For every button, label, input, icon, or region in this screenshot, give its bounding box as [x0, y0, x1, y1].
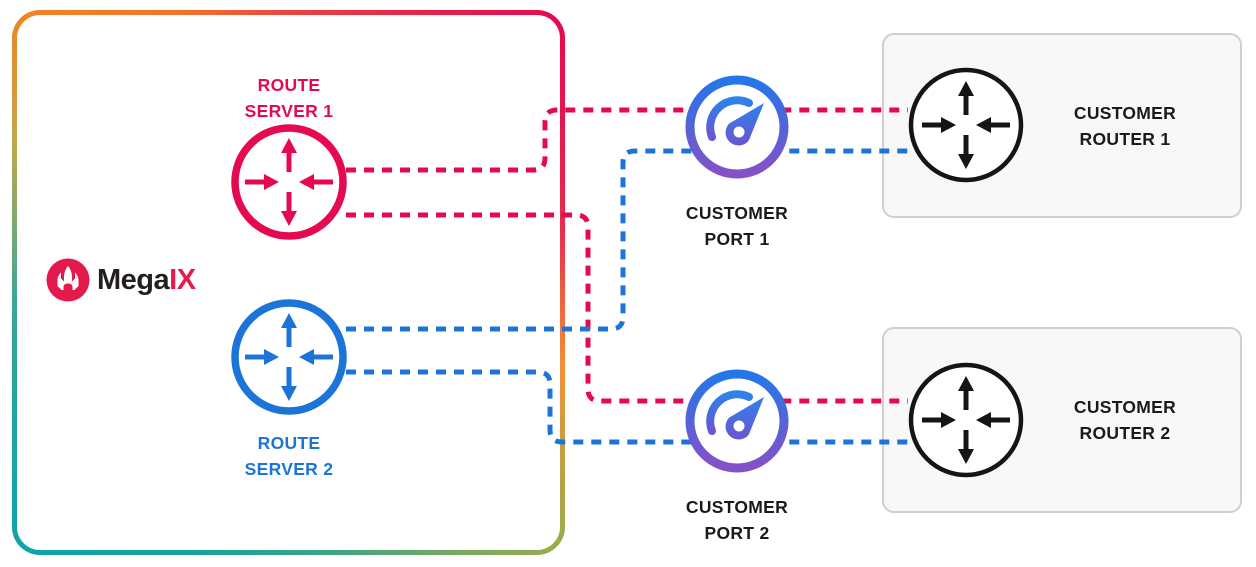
customer-port-1-label: CUSTOMER PORT 1: [662, 200, 812, 252]
customer-router-1-label: CUSTOMER ROUTER 1: [1030, 100, 1220, 152]
label-line: SERVER 1: [244, 101, 334, 121]
label-line: PORT 2: [704, 523, 770, 543]
connection-rs2-port2-router2: [346, 369, 908, 445]
label-line: ROUTE: [257, 75, 321, 95]
label-line: ROUTER 2: [1079, 423, 1171, 443]
label-line: ROUTER 1: [1079, 129, 1171, 149]
label-line: CUSTOMER: [685, 203, 789, 223]
label-line: SERVER 2: [244, 459, 334, 479]
customer-router-2-label: CUSTOMER ROUTER 2: [1030, 394, 1220, 446]
customer-router-1-icon: [908, 67, 1024, 183]
megaix-logo: MegaIX: [46, 258, 196, 302]
label-line: CUSTOMER: [1073, 397, 1177, 417]
route-server-2-icon: [231, 299, 347, 415]
rocket-icon: [46, 258, 90, 302]
brand-suffix: IX: [169, 263, 196, 296]
label-line: CUSTOMER: [685, 497, 789, 517]
customer-port-1-icon: [685, 75, 789, 179]
connection-rs2-port1-router1: [346, 148, 908, 332]
connection-rs1-port2-router2: [346, 212, 908, 404]
customer-port-2-icon: [685, 369, 789, 473]
route-server-1-label: ROUTE SERVER 1: [219, 72, 359, 124]
connection-rs1-port1-router1: [346, 107, 908, 173]
customer-router-2-box: [882, 327, 1242, 513]
customer-router-2-icon: [908, 362, 1024, 478]
megaix-wordmark: MegaIX: [97, 264, 196, 297]
route-server-2-label: ROUTE SERVER 2: [219, 430, 359, 482]
megaix-exchange-box: [12, 10, 565, 555]
route-server-1-icon: [231, 124, 347, 240]
label-line: PORT 1: [704, 229, 770, 249]
label-line: ROUTE: [257, 433, 321, 453]
customer-port-2-label: CUSTOMER PORT 2: [662, 494, 812, 546]
label-line: CUSTOMER: [1073, 103, 1177, 123]
megaix-exchange-box-inner: [17, 15, 560, 550]
brand-prefix: Mega: [97, 263, 170, 296]
